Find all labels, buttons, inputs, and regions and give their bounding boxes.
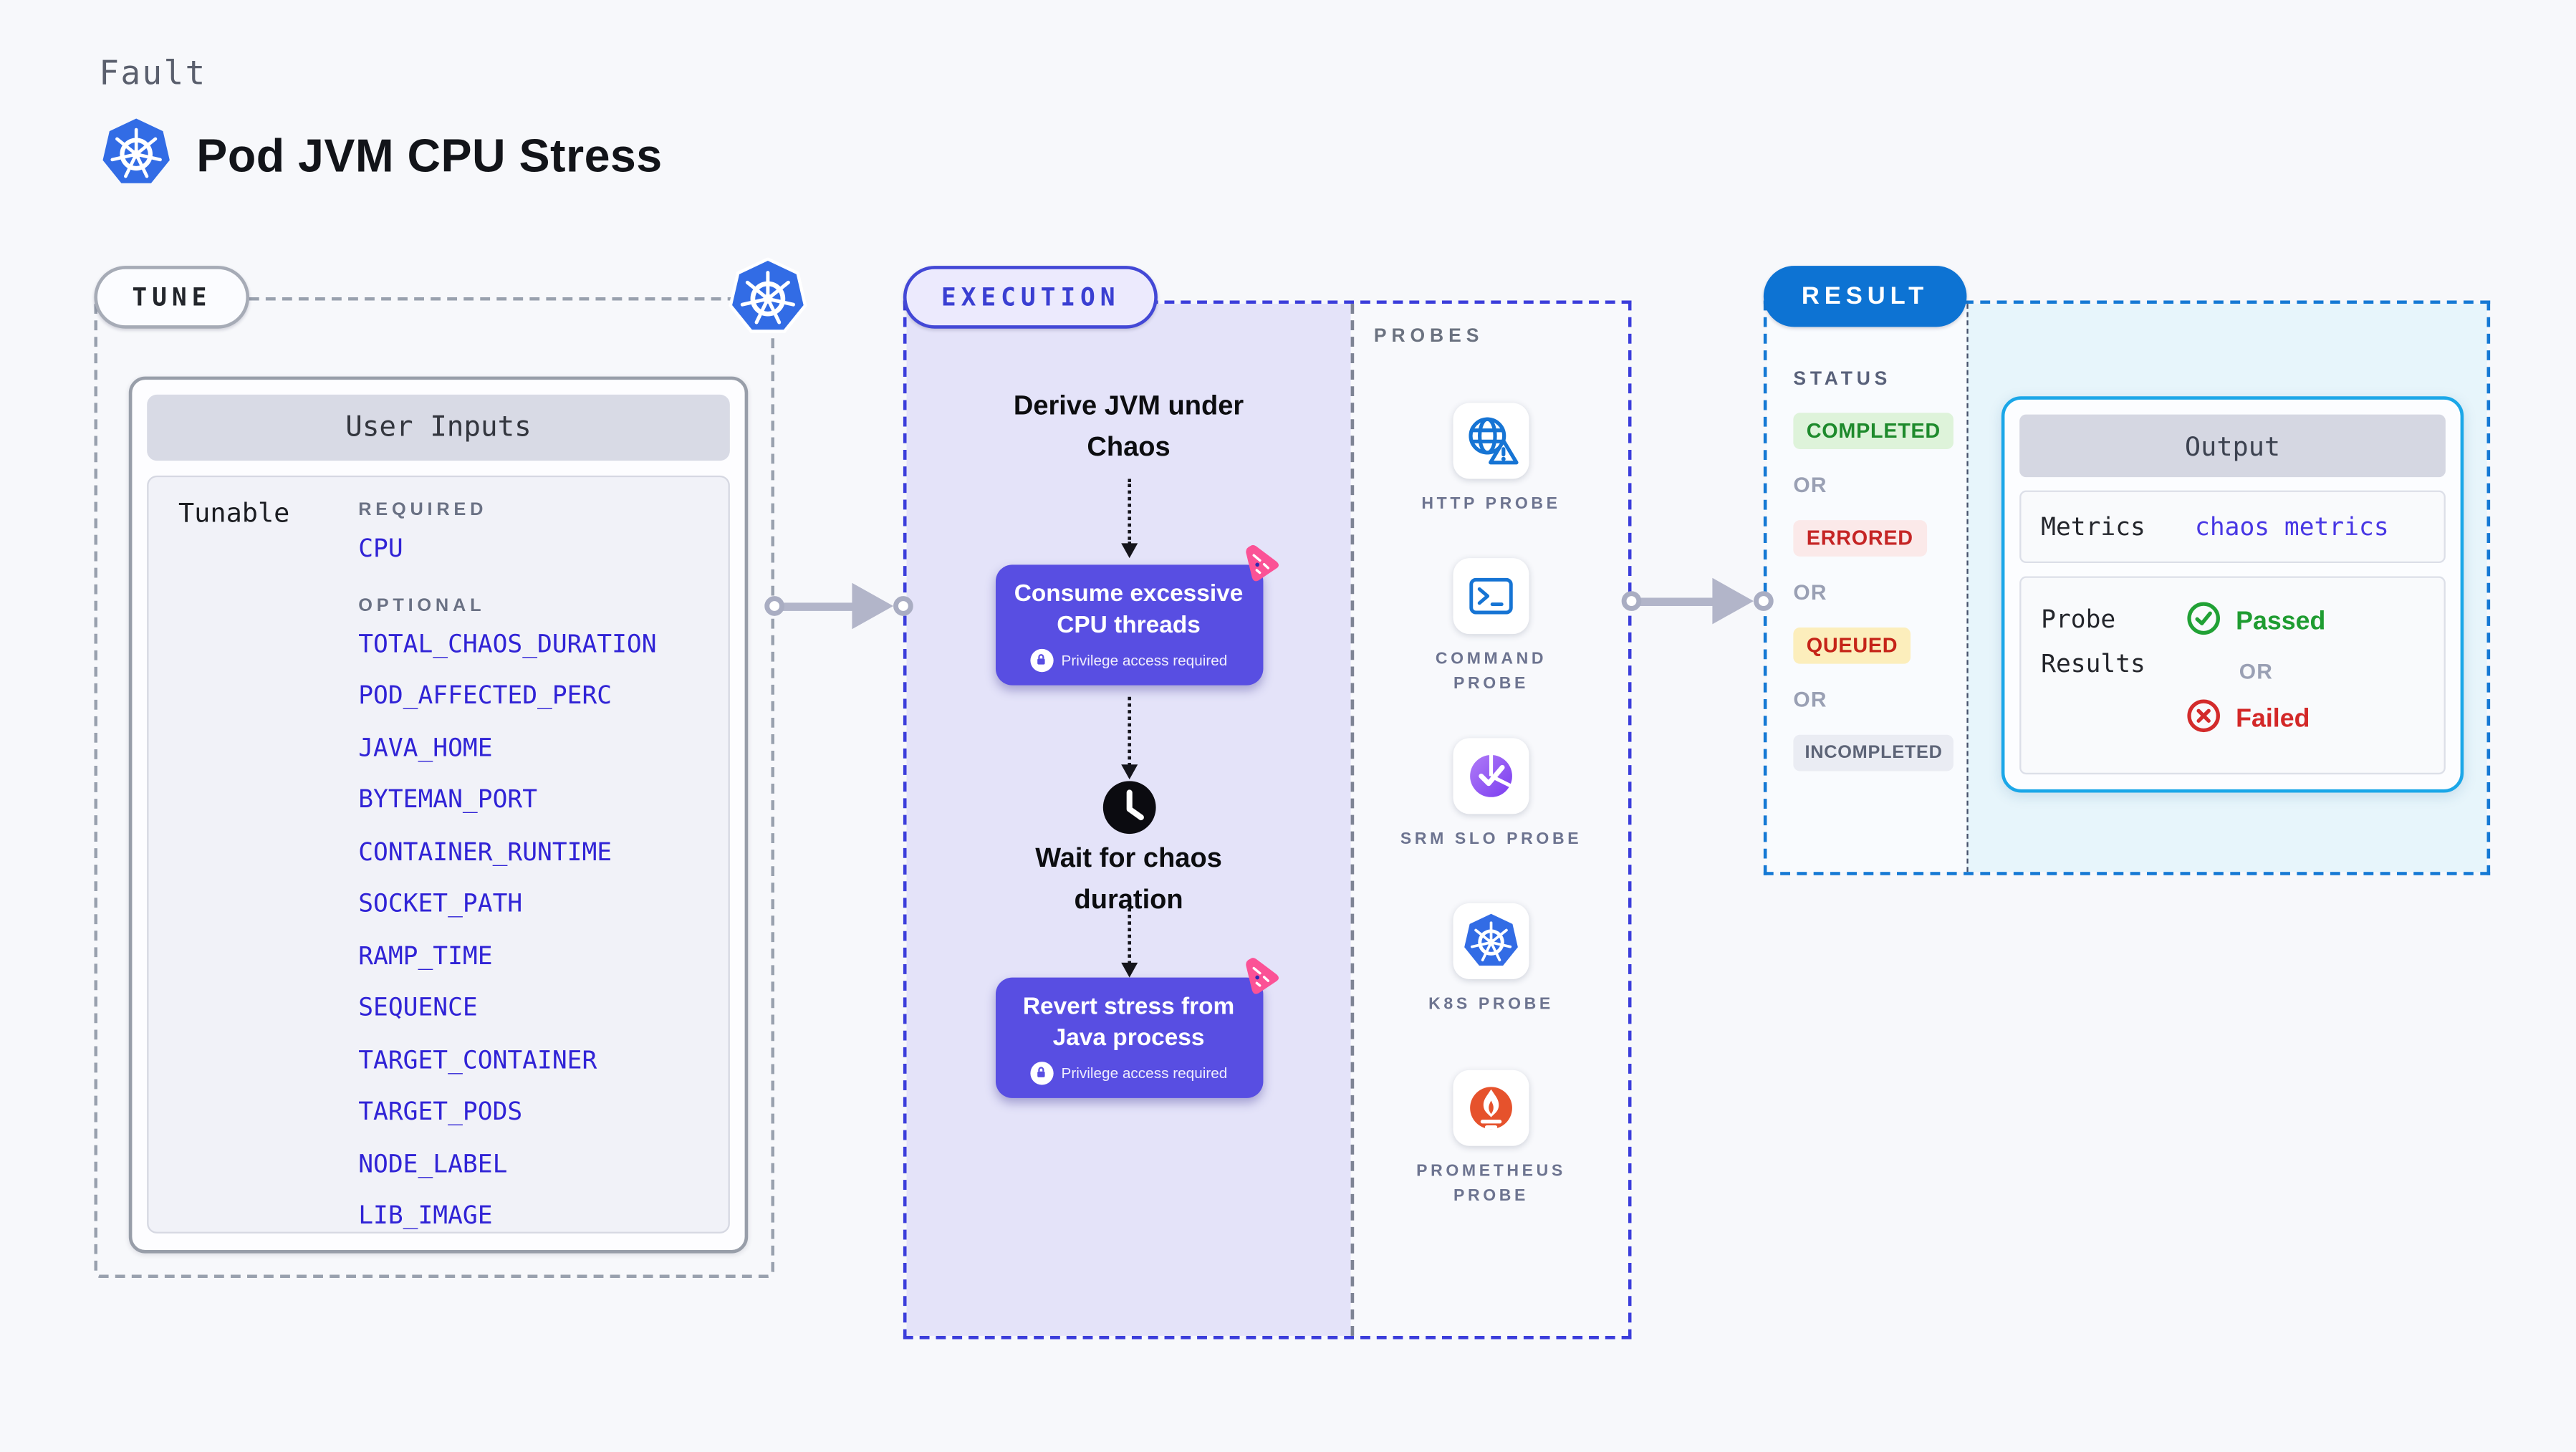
tunable-param: TOTAL_CHAOS_DURATION xyxy=(358,628,657,658)
x-circle-icon xyxy=(2186,698,2221,741)
probe-label: SRM SLO PROBE xyxy=(1400,830,1582,849)
probe-label: HTTP PROBE xyxy=(1421,495,1561,514)
probe-label: PROMETHEUS PROBE xyxy=(1416,1162,1566,1206)
tunable-param: SEQUENCE xyxy=(358,992,478,1022)
tune-section xyxy=(94,297,775,1279)
check-circle-icon xyxy=(2186,601,2221,644)
flow-arrow xyxy=(1120,479,1138,559)
user-inputs-title: User Inputs xyxy=(147,394,730,461)
tunable-param: LIB_IMAGE xyxy=(358,1200,493,1231)
pie-check-icon xyxy=(1453,738,1529,814)
wait-step-label: Wait for chaos duration xyxy=(1035,843,1222,915)
result-section: STATUS COMPLETED OR ERRORED OR QUEUED OR… xyxy=(1763,300,2491,875)
revert-stress-label: Revert stress from Java process xyxy=(1022,994,1235,1052)
tunable-param: CPU xyxy=(358,533,403,564)
chaos-icon xyxy=(1238,954,1282,1007)
execution-flow: Derive JVM under Chaos Consume excessive… xyxy=(906,304,1351,1336)
output-title: Output xyxy=(2019,414,2446,478)
tunable-param: TARGET_CONTAINER xyxy=(358,1044,597,1074)
metrics-row: Metrics chaos metrics xyxy=(2019,490,2446,564)
output-panel: Output Metrics chaos metrics Probe Resul… xyxy=(1966,304,2487,872)
passed-line: Passed xyxy=(2186,601,2325,644)
tune-badge: TUNE xyxy=(94,266,250,329)
status-badge-queued: QUEUED xyxy=(1793,627,1911,664)
derive-step-label: Derive JVM under Chaos xyxy=(1013,391,1244,462)
terminal-icon xyxy=(1453,558,1529,635)
probe-label: COMMAND PROBE xyxy=(1435,650,1547,694)
tunable-param: TARGET_PODS xyxy=(358,1096,523,1127)
flame-icon xyxy=(1453,1069,1529,1146)
kubernetes-icon xyxy=(1453,903,1529,979)
probe-results-values: Passed OR Failed xyxy=(2186,597,2325,772)
probe-item-prometheus: PROMETHEUS PROBE xyxy=(1398,1069,1583,1209)
consume-cpu-step: Consume excessive CPU threads Privilege … xyxy=(994,544,1278,685)
or-label: OR xyxy=(2239,658,2274,684)
status-badge-incompleted: INCOMPLETED xyxy=(1793,734,1954,771)
or-label: OR xyxy=(1793,686,1827,712)
tunable-params: REQUIRED CPU OPTIONAL TOTAL_CHAOS_DURATI… xyxy=(358,491,656,1253)
privilege-note-text: Privilege access required xyxy=(1061,651,1228,668)
tunable-param: RAMP_TIME xyxy=(358,940,493,971)
consume-cpu-label: Consume excessive CPU threads xyxy=(1014,581,1244,639)
required-heading: REQUIRED xyxy=(358,500,488,521)
kubernetes-icon xyxy=(729,257,808,345)
tunable-param: POD_AFFECTED_PERC xyxy=(358,680,612,711)
status-badge-completed: COMPLETED xyxy=(1793,413,1954,449)
tunable-param: SOCKET_PATH xyxy=(358,888,523,918)
probe-label: K8S PROBE xyxy=(1428,995,1554,1014)
tunable-param: BYTEMAN_PORT xyxy=(358,784,538,814)
tunable-param: CONTAINER_RUNTIME xyxy=(358,836,612,867)
probe-results-row: Probe Results Passed OR xyxy=(2019,576,2446,775)
execution-section: Derive JVM under Chaos Consume excessive… xyxy=(903,300,1632,1340)
status-panel: STATUS COMPLETED OR ERRORED OR QUEUED OR… xyxy=(1767,304,1967,872)
probes-heading: PROBES xyxy=(1373,327,1484,347)
or-label: OR xyxy=(1793,472,1827,497)
tunable-param: NODE_LABEL xyxy=(358,1148,508,1178)
probe-item-command: COMMAND PROBE xyxy=(1398,558,1583,697)
chaos-icon xyxy=(1238,542,1282,595)
page-title: Pod JVM CPU Stress xyxy=(196,130,663,182)
failed-label: Failed xyxy=(2236,705,2310,734)
passed-label: Passed xyxy=(2236,607,2326,636)
failed-line: Failed xyxy=(2186,698,2325,741)
title-row: Pod JVM CPU Stress xyxy=(99,115,662,198)
tunables-panel: Tunable REQUIRED CPU OPTIONAL TOTAL_CHAO… xyxy=(147,475,730,1234)
result-badge: RESULT xyxy=(1763,266,1967,327)
output-card: Output Metrics chaos metrics Probe Resul… xyxy=(2001,396,2464,793)
fault-kicker: Fault xyxy=(99,52,207,93)
lock-icon xyxy=(1029,648,1054,672)
kubernetes-icon xyxy=(99,115,173,198)
probe-item-k8s: K8S PROBE xyxy=(1398,903,1583,1017)
optional-heading: OPTIONAL xyxy=(358,595,486,615)
probes-panel: PROBES HTTP PROBE xyxy=(1350,304,1628,1336)
flow-arrow xyxy=(1120,696,1138,780)
privilege-note-text: Privilege access required xyxy=(1061,1064,1228,1082)
status-heading: STATUS xyxy=(1793,370,1892,390)
tunable-param: JAVA_HOME xyxy=(358,732,493,762)
probe-item-srm-slo: SRM SLO PROBE xyxy=(1398,738,1583,852)
probe-item-http: HTTP PROBE xyxy=(1398,403,1583,516)
metrics-label: Metrics xyxy=(2041,511,2145,542)
lock-icon xyxy=(1029,1061,1054,1085)
clock-icon xyxy=(1100,779,1156,844)
privilege-note: Privilege access required xyxy=(1008,648,1249,672)
privilege-note: Privilege access required xyxy=(1008,1061,1249,1085)
globe-alert-icon xyxy=(1453,403,1529,479)
revert-stress-step: Revert stress from Java process Privileg… xyxy=(994,958,1278,1098)
or-label: OR xyxy=(1793,580,1827,605)
user-inputs-card: User Inputs Tunable REQUIRED CPU OPTIONA… xyxy=(128,376,749,1254)
status-badge-errored: ERRORED xyxy=(1793,520,1927,557)
execution-badge: EXECUTION xyxy=(903,266,1158,329)
probe-results-label: Probe Results xyxy=(2041,604,2145,679)
flow-arrow xyxy=(1120,908,1138,978)
tunable-row-label: Tunable xyxy=(178,496,290,529)
metrics-value: chaos metrics xyxy=(2195,511,2389,542)
